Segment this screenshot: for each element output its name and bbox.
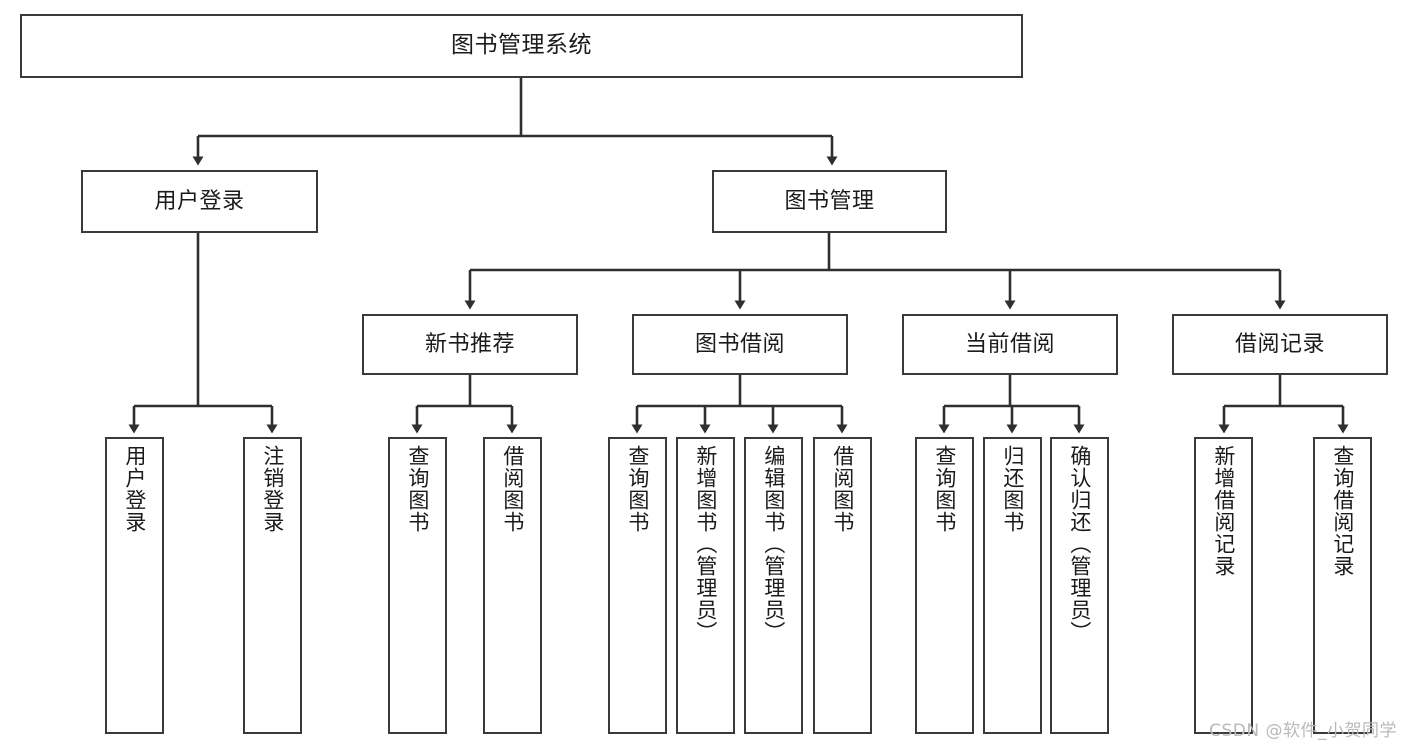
node-leaf-query-book-current[interactable]: 查询图书	[915, 437, 974, 734]
node-label: 当前借阅	[964, 331, 1055, 357]
node-label: 归还图书	[1000, 445, 1025, 533]
node-label: 用户登录	[122, 445, 147, 533]
node-label: 图书管理	[784, 188, 875, 214]
node-label: 查询图书	[932, 445, 957, 533]
node-leaf-logout-login[interactable]: 注销登录	[243, 437, 302, 734]
node-leaf-edit-book-admin[interactable]: 编辑图书（管理员）	[744, 437, 803, 734]
node-label: 用户登录	[154, 188, 245, 214]
node-book-management[interactable]: 图书管理	[712, 170, 947, 233]
node-leaf-query-book-recommendation[interactable]: 查询图书	[388, 437, 447, 734]
node-root-book-management-system[interactable]: 图书管理系统	[20, 14, 1023, 78]
node-label: 查询图书	[405, 445, 430, 533]
node-label: 借阅图书	[830, 445, 855, 533]
node-label: 图书借阅	[694, 331, 785, 357]
node-leaf-borrow-book[interactable]: 借阅图书	[813, 437, 872, 734]
node-label: 新增图书（管理员）	[693, 445, 718, 643]
node-label: 借阅图书	[500, 445, 525, 533]
node-leaf-confirm-return-admin[interactable]: 确认归还（管理员）	[1050, 437, 1109, 734]
node-label: 图书管理系统	[451, 32, 592, 59]
node-user-login[interactable]: 用户登录	[81, 170, 318, 233]
node-label: 新增借阅记录	[1211, 445, 1236, 577]
node-leaf-query-borrowing-record[interactable]: 查询借阅记录	[1313, 437, 1372, 734]
node-book-borrowing[interactable]: 图书借阅	[632, 314, 848, 375]
node-label: 新书推荐	[424, 331, 515, 357]
node-label: 查询借阅记录	[1330, 445, 1355, 577]
node-label: 借阅记录	[1234, 331, 1325, 357]
watermark-text: CSDN @软件_小贺同学	[1209, 721, 1397, 741]
node-leaf-return-book[interactable]: 归还图书	[983, 437, 1042, 734]
node-label: 编辑图书（管理员）	[761, 445, 786, 643]
node-leaf-add-book-admin[interactable]: 新增图书（管理员）	[676, 437, 735, 734]
node-new-book-recommendation[interactable]: 新书推荐	[362, 314, 578, 375]
node-leaf-query-book-borrowing[interactable]: 查询图书	[608, 437, 667, 734]
node-label: 查询图书	[625, 445, 650, 533]
node-leaf-user-login[interactable]: 用户登录	[105, 437, 164, 734]
node-label: 注销登录	[260, 445, 285, 533]
node-borrowing-record[interactable]: 借阅记录	[1172, 314, 1388, 375]
node-leaf-borrow-book-recommendation[interactable]: 借阅图书	[483, 437, 542, 734]
node-current-borrowing[interactable]: 当前借阅	[902, 314, 1118, 375]
node-label: 确认归还（管理员）	[1067, 445, 1092, 643]
node-leaf-add-borrowing-record[interactable]: 新增借阅记录	[1194, 437, 1253, 734]
